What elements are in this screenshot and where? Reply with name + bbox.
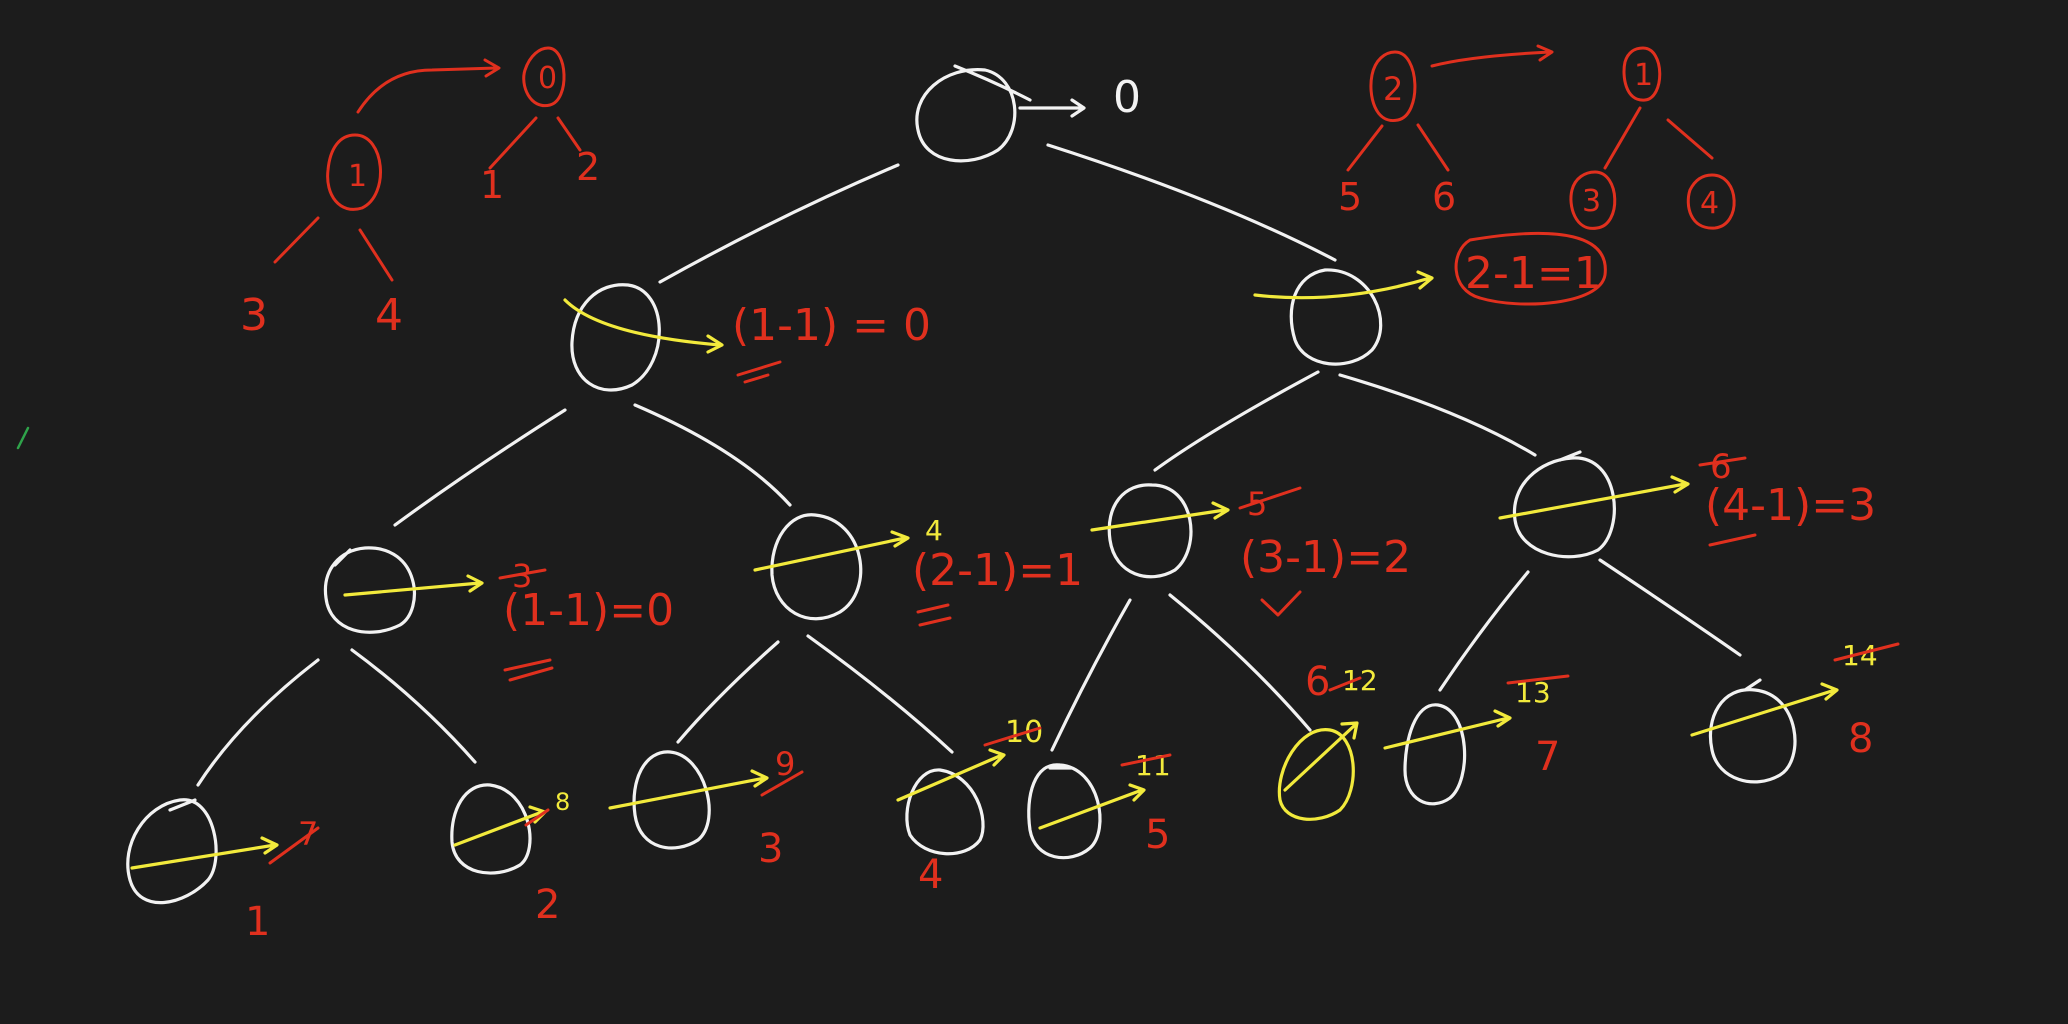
right-diagram-left-child-2: 6 <box>1432 175 1456 219</box>
node-14 <box>1708 678 1797 784</box>
edge-l1-ll <box>393 408 567 527</box>
arrow-node-3 <box>343 574 484 597</box>
arrow-node-5 <box>1090 501 1230 532</box>
struck-label-8: 8 <box>555 788 570 816</box>
formula-node-1: (1-1) = 0 <box>732 300 931 351</box>
left-red-diagram: 0 1 2 1 3 4 <box>240 46 600 341</box>
formula-node-2: 2-1=1 <box>1465 248 1602 299</box>
right-diagram-right-child-1: 3 <box>1582 184 1601 219</box>
left-diagram-bottom-child-2: 4 <box>375 290 403 341</box>
formula-node-3: (1-1)=0 <box>503 585 674 636</box>
leaf-value-13: 7 <box>1535 734 1560 780</box>
arrow-node-2 <box>1253 270 1434 300</box>
left-diagram-top-node: 0 <box>538 61 557 96</box>
arrow-node-7 <box>130 836 279 870</box>
right-red-diagram: 2 5 6 1 3 4 <box>1338 44 1736 230</box>
formula-node-2-circle <box>1454 231 1607 306</box>
arrow-node-10 <box>896 748 1006 802</box>
root-index-label: 0 <box>1113 72 1141 123</box>
edge-n5-r <box>1168 593 1312 732</box>
right-diagram-right-child-2: 4 <box>1700 186 1719 221</box>
node-6 <box>1512 450 1616 559</box>
formulas: (1-1) = 0 2-1=1 (1-1)=0 (2-1)=1 (3-1)=2 … <box>503 231 1876 682</box>
node-2 <box>1289 268 1383 366</box>
left-diagram-bottom-node: 1 <box>348 159 367 194</box>
node-12 <box>1277 728 1355 821</box>
arrow-node-13 <box>1383 709 1512 750</box>
left-diagram-top-child-2: 2 <box>576 145 600 189</box>
node-9 <box>632 750 711 850</box>
arrow-node-12 <box>1283 721 1359 792</box>
struck-label-6: 6 <box>1710 447 1732 487</box>
arrow-node-6 <box>1498 475 1690 520</box>
index-arrows <box>130 270 1839 870</box>
edge-root-left <box>658 163 900 284</box>
node-5 <box>1107 483 1193 579</box>
left-diagram-top-child-1: 1 <box>480 163 504 207</box>
edge-n3-r <box>350 648 477 764</box>
leaf-values: 1 2 3 4 5 6 7 8 <box>245 659 1873 945</box>
right-diagram-left-node: 2 <box>1383 70 1403 108</box>
node-4 <box>770 513 863 621</box>
node-1 <box>570 283 661 392</box>
struck-label-11: 11 <box>1135 749 1171 782</box>
node-0 <box>915 64 1032 163</box>
struck-label-9: 9 <box>775 745 795 783</box>
formula-node-5: (3-1)=2 <box>1240 532 1411 583</box>
leaf-value-11: 5 <box>1145 812 1170 858</box>
struck-label-5: 5 <box>1247 485 1267 523</box>
leaf-value-8: 2 <box>535 882 560 928</box>
struck-label-12: 12 <box>1342 664 1378 697</box>
arrow-node-14 <box>1690 682 1839 737</box>
right-diagram-left-child-1: 5 <box>1338 175 1362 219</box>
struck-label-3: 3 <box>512 557 532 595</box>
edge-n4-r <box>806 634 954 754</box>
tree-edges <box>196 143 1742 787</box>
leaf-value-14: 8 <box>1848 716 1873 762</box>
edge-n3-l <box>196 658 320 787</box>
left-diagram-bottom-child-1: 3 <box>240 290 268 341</box>
formula-node-4: (2-1)=1 <box>912 545 1083 596</box>
right-diagram-right-node: 1 <box>1634 58 1653 93</box>
edge-r1-rr <box>1338 373 1537 457</box>
arrow-node-4 <box>753 530 910 572</box>
edge-n6-r <box>1598 558 1742 657</box>
edge-l1-lr <box>633 403 792 507</box>
edge-r1-rl <box>1153 370 1320 472</box>
node-7 <box>126 798 218 905</box>
arrow-node-11 <box>1038 783 1146 830</box>
tree-nodes <box>126 64 1797 905</box>
node-3 <box>323 546 416 634</box>
edge-n6-l <box>1438 570 1530 692</box>
node-11 <box>1027 763 1102 860</box>
edge-root-right <box>1046 143 1337 262</box>
edge-n5-l <box>1050 598 1132 752</box>
struck-labels: 3 4 5 6 7 8 9 10 11 12 13 14 <box>268 447 1900 865</box>
leaf-value-9: 3 <box>758 826 783 872</box>
node-13 <box>1403 703 1467 806</box>
formula-node-6: (4-1)=3 <box>1705 480 1876 531</box>
arrow-node-1 <box>563 298 724 354</box>
leaf-value-10: 4 <box>918 852 943 898</box>
edge-n4-l <box>676 640 780 744</box>
arrow-root <box>1018 98 1086 118</box>
stray-green-mark <box>16 426 30 450</box>
node-8 <box>450 783 532 875</box>
arrow-node-9 <box>608 769 769 810</box>
leaf-value-12: 6 <box>1305 659 1330 705</box>
leaf-value-7: 1 <box>245 899 270 945</box>
struck-label-4: 4 <box>925 514 943 547</box>
node-10 <box>905 768 985 856</box>
